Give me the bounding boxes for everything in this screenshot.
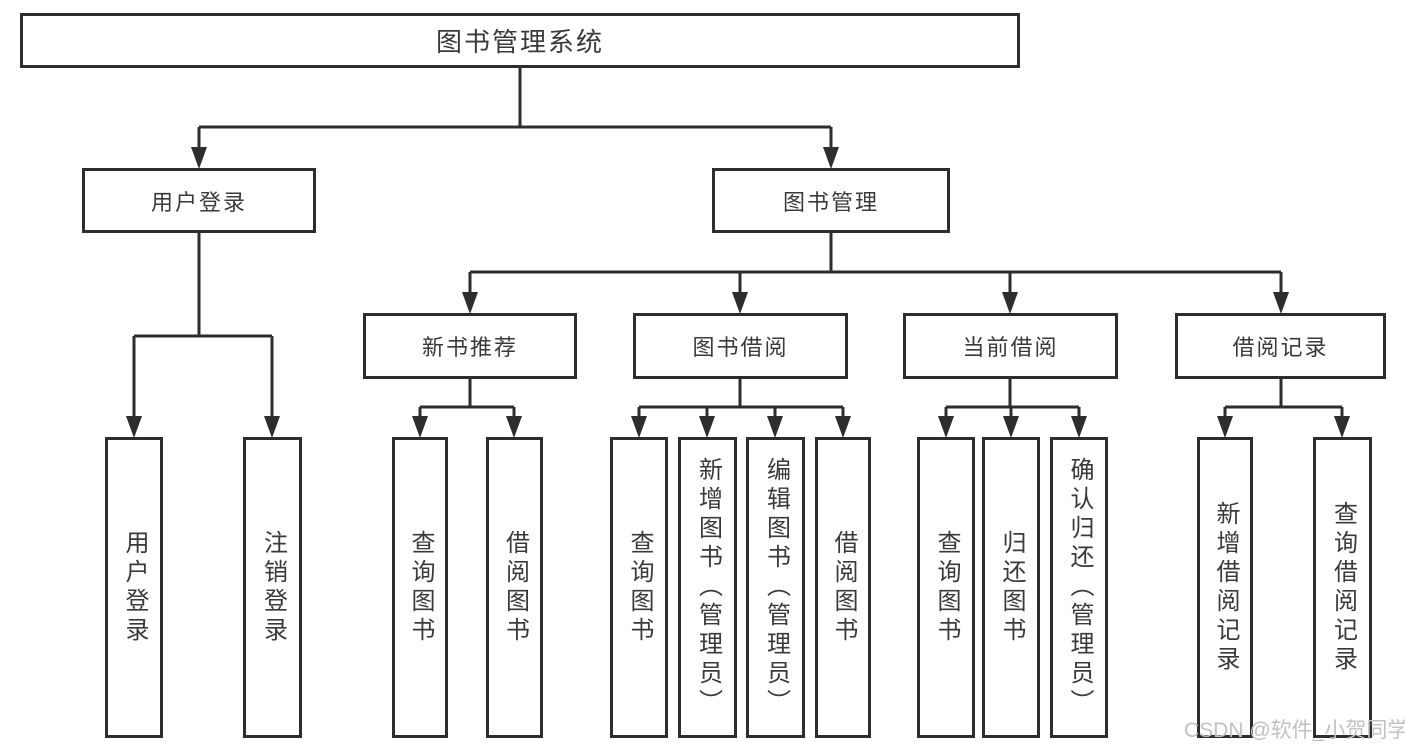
leaf-confirm-return-admin-label: 确认归还（管理员） <box>1066 457 1093 718</box>
leaf-query-book-2-label: 查询图书 <box>626 529 653 646</box>
node-current-borrow-label: 当前借阅 <box>962 335 1059 360</box>
watermark-text: CSDN @软件_小贺同学 <box>1184 719 1405 742</box>
node-borrow-records-label: 借阅记录 <box>1232 335 1329 360</box>
leaf-borrow-book-2-label: 借阅图书 <box>830 529 857 646</box>
node-root: 图书管理系统 <box>20 13 1020 68</box>
leaf-borrow-book-2: 借阅图书 <box>815 437 871 738</box>
leaf-add-borrow-record: 新增借阅记录 <box>1197 437 1253 738</box>
leaf-confirm-return-admin: 确认归还（管理员） <box>1050 437 1108 738</box>
leaf-return-book-label: 归还图书 <box>998 529 1025 646</box>
leaf-edit-book-admin: 编辑图书（管理员） <box>746 437 805 738</box>
leaf-query-book-2: 查询图书 <box>610 437 668 738</box>
leaf-return-book: 归还图书 <box>982 437 1040 738</box>
leaf-query-book-3: 查询图书 <box>917 437 975 738</box>
leaf-borrow-book-1-label: 借阅图书 <box>501 529 529 646</box>
leaf-logout-label: 注销登录 <box>259 529 287 646</box>
leaf-query-book-3-label: 查询图书 <box>933 529 960 646</box>
leaf-logout: 注销登录 <box>243 437 302 738</box>
node-user-login: 用户登录 <box>82 168 316 233</box>
leaf-borrow-book-1: 借阅图书 <box>486 437 543 738</box>
leaf-add-book-admin: 新增图书（管理员） <box>678 437 737 738</box>
leaf-add-borrow-record-label: 新增借阅记录 <box>1212 500 1239 675</box>
leaf-user-login-label: 用户登录 <box>121 529 148 646</box>
leaf-query-book-1-label: 查询图书 <box>407 529 434 646</box>
leaf-query-borrow-record-label: 查询借阅记录 <box>1329 500 1357 675</box>
node-new-book-recommend: 新书推荐 <box>363 313 577 379</box>
node-new-book-recommend-label: 新书推荐 <box>421 335 518 360</box>
node-borrow-records: 借阅记录 <box>1175 313 1386 379</box>
leaf-edit-book-admin-label: 编辑图书（管理员） <box>762 457 790 718</box>
leaf-add-book-admin-label: 新增图书（管理员） <box>694 457 722 718</box>
leaf-query-book-1: 查询图书 <box>392 437 448 738</box>
node-book-borrow: 图书借阅 <box>633 313 848 379</box>
node-book-management: 图书管理 <box>712 168 950 233</box>
node-current-borrow: 当前借阅 <box>903 313 1118 379</box>
leaf-query-borrow-record: 查询借阅记录 <box>1313 437 1372 738</box>
node-book-management-label: 图书管理 <box>782 189 879 215</box>
node-user-login-label: 用户登录 <box>150 189 247 215</box>
node-root-label: 图书管理系统 <box>435 27 604 57</box>
leaf-user-login: 用户登录 <box>105 437 163 738</box>
node-book-borrow-label: 图书借阅 <box>692 335 789 360</box>
